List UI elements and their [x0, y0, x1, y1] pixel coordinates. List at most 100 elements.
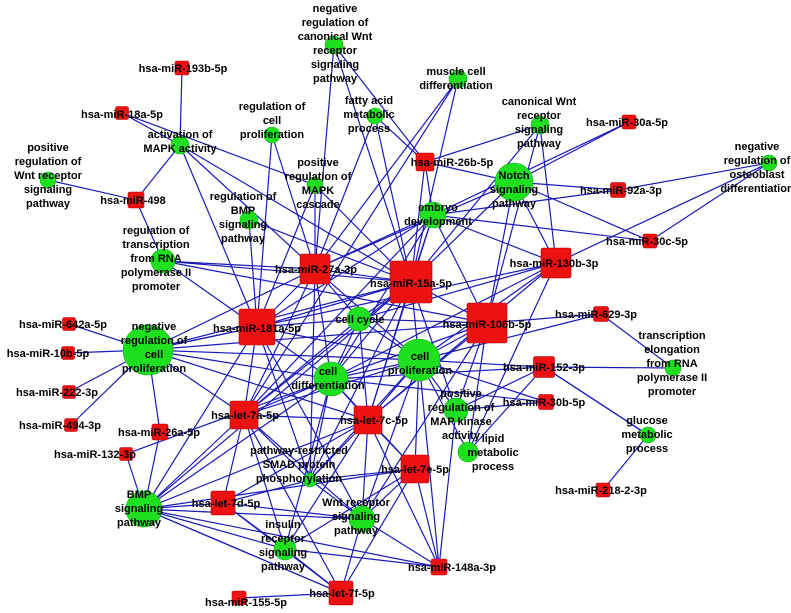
- edge-m22-t25: [243, 414, 286, 550]
- edge-m23-t25: [284, 419, 369, 550]
- mirna-label-m6: hsa-miR-15a-5p: [370, 278, 452, 290]
- mirna-node-m4: [238, 308, 276, 346]
- term-node-t22: [302, 472, 318, 488]
- mirna-label-m13: hsa-miR-629-3p: [555, 309, 637, 321]
- edge-t4-m9: [424, 124, 541, 163]
- mirna-node-m29: [595, 482, 611, 498]
- label-line: hsa-miR-629-3p: [555, 309, 637, 321]
- edge-m8-t14: [358, 262, 557, 320]
- mirna-label-m26: hsa-miR-148a-3p: [408, 562, 496, 574]
- label-line: elongation: [644, 344, 700, 356]
- label-line: Notch: [498, 170, 529, 182]
- edge-t20-m14: [543, 366, 649, 436]
- term-node-t5: [760, 154, 778, 172]
- label-line: MAPK: [302, 185, 334, 197]
- term-node-t8: [39, 171, 57, 189]
- mirna-label-m9: hsa-miR-26b-5p: [411, 157, 494, 169]
- edge-t12-t17: [330, 214, 434, 380]
- label-line: pathway: [117, 517, 162, 529]
- term-node-t1: [324, 35, 344, 55]
- edge-t4-m6: [410, 124, 541, 283]
- mirna-node-m20: [151, 423, 169, 441]
- mirna-node-m7: [466, 302, 508, 344]
- mirna-node-m26: [430, 558, 448, 576]
- edge-m22-t24: [243, 414, 363, 520]
- mirna-node-m23: [353, 405, 383, 435]
- edge-t19-m14: [543, 366, 674, 369]
- label-line: hsa-miR-26a-5p: [118, 427, 200, 439]
- edge-t2-m22: [243, 78, 459, 416]
- term-node-t12: [419, 201, 447, 229]
- edge-m5-t15: [147, 268, 316, 351]
- edge-m11-t12: [432, 189, 619, 216]
- term-label-t14: cell cycle: [336, 314, 385, 326]
- label-line: cell: [145, 349, 163, 361]
- label-line: negative: [132, 321, 177, 333]
- edge-m12-t11: [513, 181, 651, 242]
- label-line: BMP: [231, 205, 255, 217]
- edge-t12-m8: [432, 214, 557, 264]
- edge-t2-m6: [410, 78, 459, 283]
- edge-t5-m8: [555, 162, 770, 264]
- term-node-t20: [639, 426, 657, 444]
- edge-m7-t14: [358, 318, 488, 324]
- label-line: receptor: [313, 45, 358, 57]
- label-line: regulation of: [302, 17, 369, 29]
- term-node-t2: [448, 69, 468, 89]
- mirna-label-m16: hsa-miR-642a-5p: [19, 319, 107, 331]
- edge-m8-t17: [330, 262, 557, 380]
- mirna-node-m19: [64, 418, 78, 432]
- mirna-node-m5: [299, 253, 331, 285]
- edge-m8-t15: [147, 262, 557, 351]
- edge-t4-m8: [539, 124, 557, 264]
- edge-t4-m7: [486, 124, 541, 324]
- label-line: proliferation: [122, 363, 186, 375]
- label-line: signaling: [311, 59, 359, 71]
- mirna-node-m25: [210, 490, 236, 516]
- term-node-t25: [273, 537, 297, 561]
- edge-t23-t25: [143, 508, 286, 550]
- edge-m24-t23: [143, 468, 416, 510]
- edge-m24-t25: [284, 468, 416, 550]
- mirna-label-m7: hsa-miR-106b-5p: [443, 319, 532, 331]
- label-line: SMAD protein: [263, 459, 336, 471]
- label-line: hsa-let-7e-5p: [381, 464, 449, 476]
- label-line: from RNA: [646, 358, 697, 370]
- mirna-label-m10: hsa-miR-30a-5p: [586, 117, 668, 129]
- label-line: process: [348, 123, 390, 135]
- edge-m4-t23: [143, 326, 258, 510]
- edge-m5-m22: [243, 268, 316, 416]
- term-node-t15: [122, 324, 174, 376]
- mirna-node-m10: [621, 114, 637, 130]
- term-node-t4: [530, 115, 550, 135]
- edge-t15-m23: [147, 349, 369, 421]
- label-line: hsa-miR-132-3p: [54, 449, 136, 461]
- label-line: differentiation: [291, 380, 365, 392]
- label-line: regulation of: [285, 171, 352, 183]
- edge-layer: [47, 44, 770, 599]
- edge-t13-m6: [162, 260, 412, 283]
- label-line: muscle cell: [426, 66, 485, 78]
- edge-m3-t8: [47, 179, 137, 201]
- node-layer: [39, 35, 778, 606]
- term-node-t13: [150, 248, 176, 274]
- edge-m25-t22: [222, 479, 311, 504]
- label-line: hsa-miR-498: [100, 195, 165, 207]
- label-line: pathway: [313, 73, 358, 85]
- edge-m10-t11: [513, 121, 630, 183]
- edge-t6-m5: [179, 144, 316, 270]
- edge-t7-m5: [271, 134, 316, 270]
- mirna-label-m25: hsa-let-7d-5p: [192, 498, 261, 510]
- edge-t13-m5: [162, 260, 316, 270]
- label-line: proliferation: [388, 365, 452, 377]
